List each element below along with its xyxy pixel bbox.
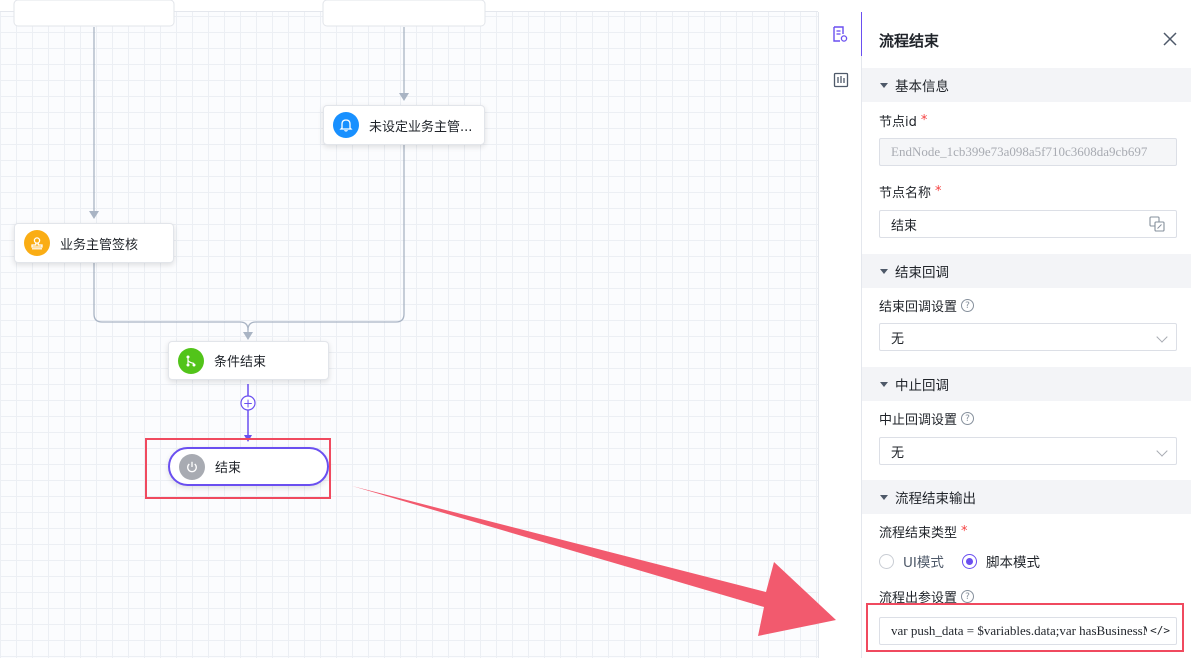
radio-script-mode-label: 脚本模式	[986, 555, 1040, 571]
node-notify-label: 未设定业务主管...	[369, 119, 473, 135]
edge-notify-merge	[247, 144, 405, 331]
abort-callback-select[interactable]: 无	[879, 437, 1177, 465]
edge-approve-merge	[93, 262, 249, 334]
radio-ui-mode[interactable]: UI模式	[879, 551, 944, 571]
section-basic-info-label: 基本信息	[895, 79, 949, 95]
section-abort-callback-label: 中止回调	[895, 378, 949, 394]
node-name-label: 节点名称*	[879, 184, 942, 201]
section-end-callback[interactable]: 结束回调	[862, 254, 1191, 288]
node-id-label: 节点id*	[879, 113, 928, 130]
arrowhead-condition	[243, 332, 253, 340]
side-tab-properties[interactable]	[819, 12, 863, 56]
node-condition-end[interactable]: 条件结束	[168, 341, 329, 380]
node-approve[interactable]: 业务主管签核	[14, 223, 174, 263]
node-id-input[interactable]: EndNode_1cb399e73a098a5f710c3608da9cb697	[879, 138, 1177, 166]
end-callback-label: 结束回调设置?	[879, 296, 975, 315]
chart-panel-icon	[833, 72, 849, 88]
node-name-input[interactable]: 结束	[879, 210, 1177, 238]
radio-ui-mode-label: UI模式	[903, 555, 944, 571]
side-tab-monitor[interactable]	[819, 58, 863, 102]
add-node-plus: +	[243, 397, 253, 411]
bell-icon	[333, 112, 359, 138]
node-notify[interactable]: 未设定业务主管...	[323, 105, 485, 145]
radio-script-mode[interactable]: 脚本模式	[962, 551, 1040, 571]
translate-icon[interactable]	[1149, 216, 1165, 232]
required-mark: *	[935, 184, 942, 199]
highlight-box-end-node	[145, 438, 331, 499]
chevron-down-icon	[1156, 331, 1168, 343]
panel-title: 流程结束	[879, 32, 940, 50]
node-stub-left	[13, 0, 175, 27]
end-type-label: 流程结束类型*	[879, 524, 968, 541]
output-script-input[interactable]: var push_data = $variables.data;var hasB…	[879, 617, 1177, 645]
arrowhead-notify	[399, 93, 409, 101]
caret-down-icon	[880, 82, 888, 88]
node-id-value: EndNode_1cb399e73a098a5f710c3608da9cb697	[891, 144, 1148, 159]
close-icon[interactable]	[1161, 30, 1179, 48]
help-icon[interactable]: ?	[961, 299, 975, 312]
section-end-output[interactable]: 流程结束输出	[862, 480, 1191, 514]
caret-down-icon	[880, 268, 888, 274]
highlight-box-output	[866, 603, 1184, 652]
arrowhead-approve	[89, 211, 99, 219]
radio-circle[interactable]	[879, 553, 894, 569]
abort-callback-label: 中止回调设置?	[879, 409, 975, 428]
output-params-label: 流程出参设置?	[879, 587, 975, 606]
required-mark: *	[961, 524, 968, 539]
code-icon[interactable]: </>	[1147, 624, 1170, 637]
side-toolbar	[818, 12, 863, 658]
node-name-value: 结束	[891, 218, 918, 234]
section-end-output-label: 流程结束输出	[895, 491, 976, 507]
properties-panel: 流程结束 基本信息 节点id* EndNode_1cb399e73a098a5f…	[862, 12, 1191, 658]
end-callback-select[interactable]: 无	[879, 323, 1177, 351]
node-condition-end-label: 条件结束	[214, 355, 267, 370]
branch-icon	[178, 347, 204, 374]
output-script-value: var push_data = $variables.data;var hasB…	[891, 623, 1155, 638]
caret-down-icon	[880, 494, 888, 500]
node-approve-label: 业务主管签核	[60, 237, 139, 253]
flow-connectors: +	[13, 0, 486, 442]
help-icon[interactable]: ?	[961, 412, 975, 425]
chevron-down-icon	[1156, 445, 1168, 457]
node-end[interactable]: 结束	[168, 447, 329, 486]
radio-circle-selected[interactable]	[962, 553, 977, 569]
document-settings-icon	[833, 26, 848, 42]
help-icon[interactable]: ?	[961, 590, 975, 603]
required-mark: *	[920, 113, 928, 128]
power-icon	[179, 453, 205, 480]
section-basic-info[interactable]: 基本信息	[862, 68, 1191, 102]
add-node-circle	[240, 395, 256, 411]
abort-callback-value: 无	[891, 445, 905, 461]
stamp-icon	[24, 230, 50, 256]
flow-canvas[interactable]: + 未设定业务主管... 业务主管签核 条件结束 结束	[0, 0, 818, 658]
caret-down-icon	[880, 381, 888, 387]
end-callback-value: 无	[891, 331, 905, 347]
section-end-callback-label: 结束回调	[895, 265, 949, 281]
node-stub-right	[322, 0, 486, 27]
section-abort-callback[interactable]: 中止回调	[862, 367, 1191, 401]
